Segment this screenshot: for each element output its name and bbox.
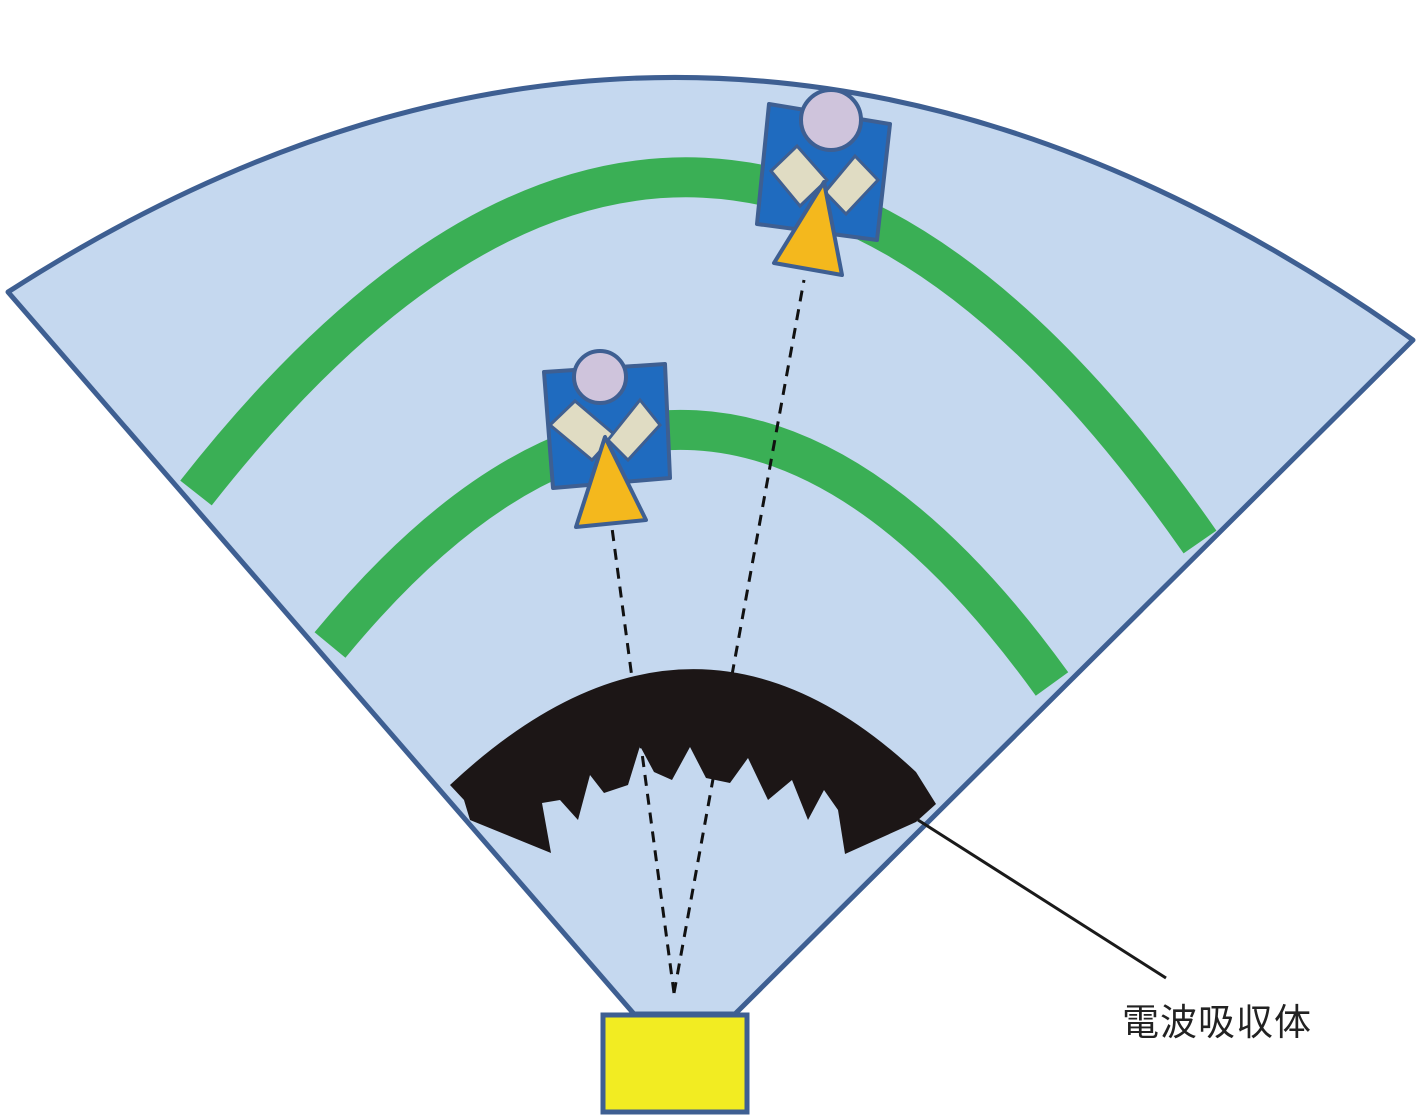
outer-wave-arc [180,157,1217,554]
person-arm [768,143,830,209]
radar-emitter-box [600,1012,750,1115]
signal-line-far [672,279,806,994]
person-head [799,88,863,152]
person-tag [574,435,648,529]
radio-wave-absorber [450,669,936,854]
person-arm [822,153,881,217]
absorber-label: 電波吸収体 [1122,1001,1312,1044]
inner-wave-arc [314,409,1069,696]
person-head [572,349,628,405]
signal-line-near [610,527,676,994]
person-arm [605,397,662,463]
person-tag [772,180,844,277]
person-far [755,88,892,277]
signal-lines [610,279,806,994]
absorber-leader-line [917,818,1167,980]
radar-coverage-sector [5,75,1416,1017]
person-near [542,349,672,529]
